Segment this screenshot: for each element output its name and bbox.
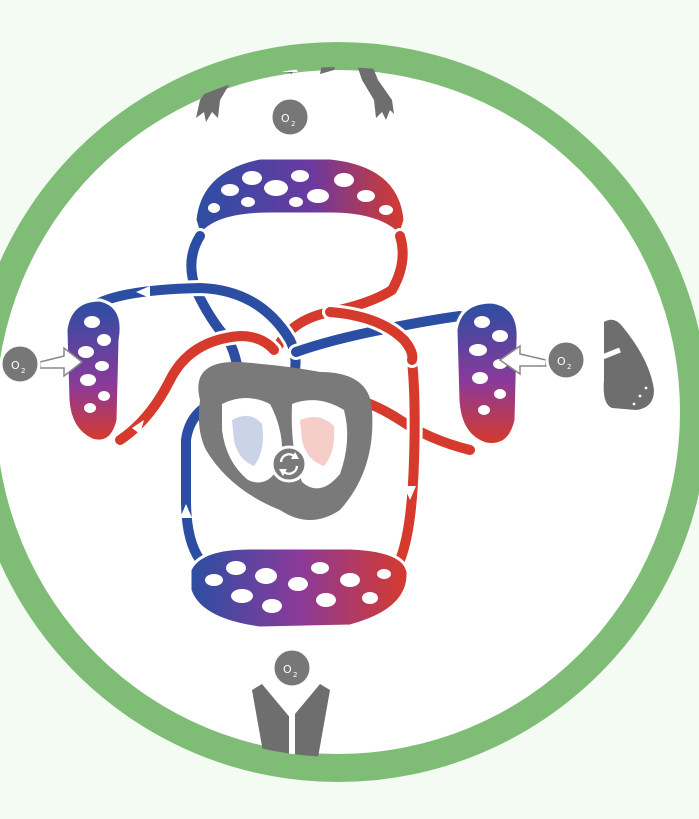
- o2-badge-bottom: O 2: [273, 649, 311, 687]
- svg-text:2: 2: [567, 363, 571, 371]
- svg-text:O: O: [557, 355, 566, 368]
- svg-text:2: 2: [293, 671, 297, 679]
- svg-text:O: O: [283, 663, 292, 676]
- o2-badge-right: O 2: [547, 341, 585, 379]
- svg-text:2: 2: [291, 120, 295, 128]
- o2-badge-top: O 2: [271, 98, 309, 136]
- svg-text:O: O: [11, 359, 20, 372]
- o2-badge-left: O 2: [1, 345, 39, 383]
- svg-text:2: 2: [21, 367, 25, 375]
- svg-text:O: O: [281, 112, 290, 125]
- lower-body-capillary-bed: [190, 548, 408, 628]
- left-capillary-bed: [66, 300, 121, 441]
- right-capillary-bed: [456, 302, 518, 445]
